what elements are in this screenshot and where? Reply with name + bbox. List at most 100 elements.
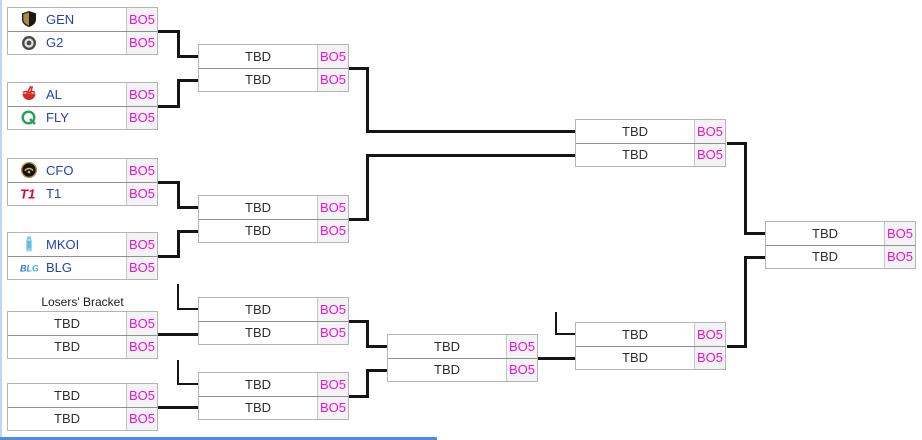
match-format-badge: BO5 [317, 196, 348, 219]
match-row: BLG BLG BO5 [8, 255, 157, 279]
match-format-badge: BO5 [694, 323, 725, 346]
match-row: GEN BO5 [8, 8, 157, 31]
bracket-connector-line [177, 230, 180, 258]
match-row: TBD BO5 [199, 218, 348, 242]
match-row: TBD BO5 [199, 298, 348, 321]
match-row: TBD BO5 [8, 334, 157, 358]
team-name[interactable]: BLG [46, 260, 73, 276]
team-name[interactable]: FLY [46, 110, 69, 126]
bracket-connector-line [349, 320, 369, 323]
match-losers-quarterfinal-1: TBD BO5 TBD BO5 [198, 297, 349, 345]
match-format-badge: BO5 [694, 143, 725, 166]
bracket-connector-line [158, 406, 198, 409]
match-row: TBD BO5 [766, 244, 915, 268]
bracket-connector-line [177, 230, 198, 233]
bracket-connector-line [727, 345, 747, 348]
match-format-badge: BO5 [126, 256, 157, 279]
t1-logo-icon: T1 [20, 185, 38, 203]
match-upper-final: TBD BO5 TBD BO5 [575, 119, 726, 167]
team-name: TBD [434, 338, 460, 354]
team-name[interactable]: MKOI [46, 236, 80, 252]
bracket-connector-line [177, 181, 180, 209]
bracket-connector-line [158, 105, 180, 108]
bracket-connector-line [158, 181, 180, 184]
gen-logo-icon [20, 10, 38, 28]
blg-logo-icon: BLG [20, 259, 38, 277]
match-losers-quarterfinal-2: TBD BO5 TBD BO5 [198, 372, 349, 420]
match-row: CFO BO5 [8, 159, 157, 182]
team-name: TBD [245, 325, 271, 341]
match-format-badge: BO5 [126, 384, 157, 407]
cfo-logo-icon [20, 161, 38, 179]
team-name[interactable]: CFO [46, 162, 74, 178]
match-row: MKOI BO5 [8, 233, 157, 256]
team-name[interactable]: AL [46, 86, 62, 102]
match-upper-quarterfinal-4: MKOI BO5 BLG BLG BO5 [7, 232, 158, 280]
team-name[interactable]: T1 [46, 186, 62, 202]
bracket-connector-line [366, 67, 369, 133]
team-name[interactable]: GEN [46, 11, 75, 27]
match-losers-round1-2: TBD BO5 TBD BO5 [7, 383, 158, 431]
bracket-connector-line [366, 345, 387, 348]
match-row: TBD BO5 [576, 345, 725, 369]
bracket-connector-line [177, 308, 198, 310]
match-row: TBD BO5 [576, 120, 725, 143]
match-row: TBD BO5 [199, 45, 348, 68]
match-format-badge: BO5 [126, 407, 157, 430]
fly-logo-icon [20, 109, 38, 127]
bracket-connector-line [744, 256, 765, 259]
match-row: AL BO5 [8, 83, 157, 106]
match-format-badge: BO5 [126, 8, 157, 31]
match-losers-semifinal: TBD BO5 TBD BO5 [387, 334, 538, 382]
bracket-connector-line [366, 369, 387, 372]
match-format-badge: BO5 [126, 312, 157, 335]
team-name: TBD [245, 301, 271, 317]
match-format-badge: BO5 [126, 182, 157, 205]
match-row: TBD BO5 [576, 142, 725, 166]
bracket-connector-line [366, 154, 369, 221]
bracket-connector-line [555, 312, 557, 335]
match-row: TBD BO5 [199, 196, 348, 219]
match-losers-round1-1: TBD BO5 TBD BO5 [7, 311, 158, 359]
team-name: TBD [54, 339, 80, 355]
team-name: TBD [54, 315, 80, 331]
match-row: TBD BO5 [576, 323, 725, 346]
bracket-connector-line [158, 30, 180, 33]
match-format-badge: BO5 [317, 396, 348, 419]
match-format-badge: BO5 [694, 120, 725, 143]
match-upper-quarterfinal-1: GEN BO5 G2 BO5 [7, 7, 158, 55]
team-name: TBD [245, 376, 271, 392]
mkoi-logo-icon [20, 235, 38, 253]
svg-text:T1: T1 [20, 186, 35, 201]
bracket-connector-line [555, 333, 575, 335]
match-format-badge: BO5 [317, 298, 348, 321]
match-row: TBD BO5 [8, 406, 157, 430]
team-name: TBD [245, 72, 271, 88]
match-losers-final: TBD BO5 TBD BO5 [575, 322, 726, 370]
team-name: TBD [434, 362, 460, 378]
bracket-connector-line [177, 284, 179, 310]
match-format-badge: BO5 [126, 83, 157, 106]
team-name[interactable]: G2 [46, 35, 64, 51]
match-format-badge: BO5 [126, 335, 157, 358]
team-name: TBD [54, 411, 80, 427]
team-name: TBD [622, 326, 648, 342]
team-name: TBD [245, 400, 271, 416]
match-format-badge: BO5 [317, 45, 348, 68]
match-format-badge: BO5 [884, 245, 915, 268]
bracket-connector-line [177, 206, 198, 209]
match-format-badge: BO5 [126, 233, 157, 256]
bracket-connector-line [744, 142, 747, 235]
bracket-connector-line [177, 30, 180, 58]
bracket-connector-line [366, 320, 369, 348]
match-format-badge: BO5 [126, 31, 157, 54]
match-upper-semifinal-1: TBD BO5 TBD BO5 [198, 44, 349, 92]
match-row: TBD BO5 [199, 320, 348, 344]
match-format-badge: BO5 [506, 335, 537, 358]
bracket-connector-line [177, 79, 198, 82]
team-name: TBD [245, 199, 271, 215]
bracket-connector-line [744, 256, 747, 348]
bracket-connector-line [177, 360, 179, 385]
bracket-connector-line [349, 67, 369, 70]
